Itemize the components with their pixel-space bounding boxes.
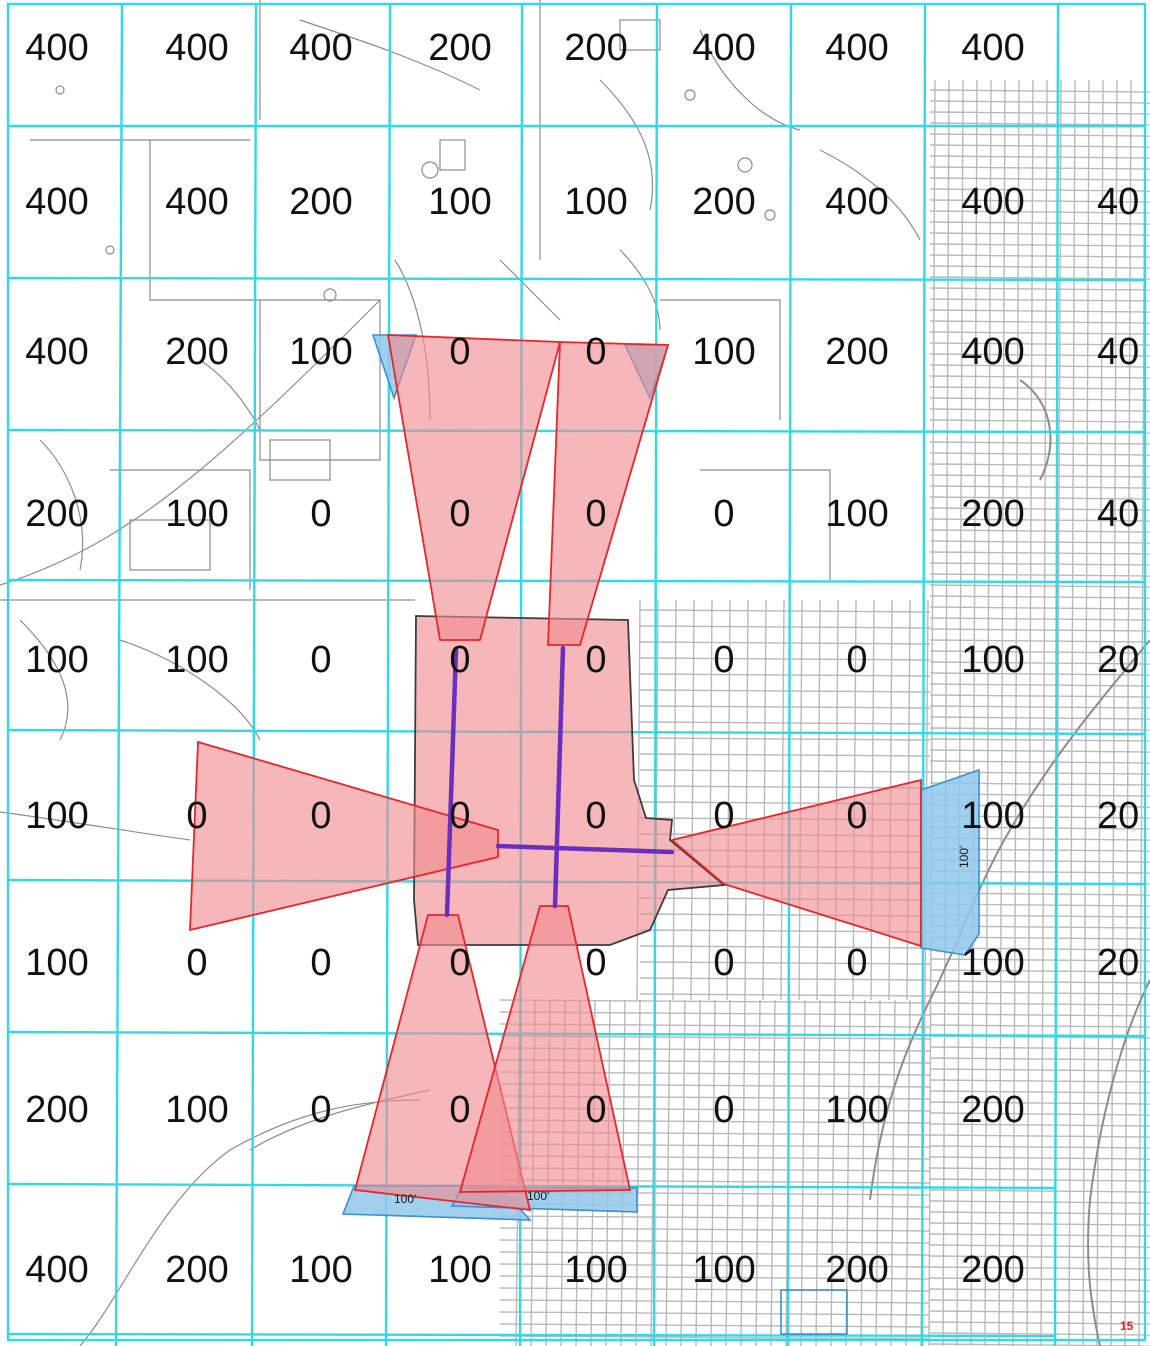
grid-cell-value: 200 — [165, 1249, 228, 1291]
runway-east-north-south — [552, 645, 566, 909]
grid-cell-value: 0 — [585, 331, 606, 373]
grid-cell-value: 0 — [585, 639, 606, 681]
grid-cell-value: 100 — [25, 795, 88, 837]
grid-cell-value: 0 — [449, 795, 470, 837]
zone-label-south-east: 100' — [527, 1189, 549, 1203]
grid-cell-value: 200 — [289, 181, 352, 223]
grid-cell-value: 100 — [25, 942, 88, 984]
grid-cell-value: 200 — [25, 1089, 88, 1131]
grid-cell-value: 0 — [585, 1089, 606, 1131]
grid-cell-value: 200 — [825, 331, 888, 373]
grid-cell-value: 400 — [961, 27, 1024, 69]
grid-cell-value: 0 — [585, 493, 606, 535]
grid-cell-value: 100 — [825, 493, 888, 535]
zone-label-east: 100' — [957, 846, 971, 868]
grid-cell-value: 0 — [449, 1089, 470, 1131]
grid-cell-value: 100 — [289, 331, 352, 373]
grid-cell-value: 100 — [692, 331, 755, 373]
grid-cell-value: 0 — [449, 493, 470, 535]
grid-cell-value: 400 — [289, 27, 352, 69]
grid-cell-value: 400 — [165, 181, 228, 223]
grid-cell-value: 100 — [564, 1249, 627, 1291]
grid-cell-value: 20 — [1097, 795, 1139, 837]
grid-cell-value: 200 — [25, 493, 88, 535]
grid-cell-value: 0 — [310, 942, 331, 984]
airport-footprint — [413, 615, 727, 946]
grid-cell-value: 100 — [961, 795, 1024, 837]
grid-cell-value: 200 — [692, 181, 755, 223]
small-outline-rect — [780, 1289, 848, 1335]
grid-cell-value: 200 — [165, 331, 228, 373]
grid-cell-value: 400 — [961, 331, 1024, 373]
grid-cell-value: 200 — [961, 493, 1024, 535]
grid-cell-value: 0 — [713, 795, 734, 837]
grid-cell-value: 100 — [692, 1249, 755, 1291]
grid-cell-value: 400 — [961, 181, 1024, 223]
grid-cell-value: 400 — [165, 27, 228, 69]
grid-cell-value: 400 — [25, 331, 88, 373]
grid-cell-value: 100 — [564, 181, 627, 223]
grid-cell-value: 0 — [449, 639, 470, 681]
grid-cell-value: 0 — [449, 942, 470, 984]
grid-cell-value: 0 — [186, 795, 207, 837]
grid-cell-value: 100 — [428, 181, 491, 223]
grid-cell-value: 0 — [310, 493, 331, 535]
grid-cell-value: 400 — [692, 27, 755, 69]
grid-cell-value: 200 — [961, 1089, 1024, 1131]
grid-cell-value: 0 — [846, 942, 867, 984]
grid-cell-value: 20 — [1097, 639, 1139, 681]
zone-label-south-west: 100' — [394, 1192, 416, 1206]
grid-cell-value: 100 — [289, 1249, 352, 1291]
grid-cell-value: 400 — [25, 181, 88, 223]
grid-cell-value: 400 — [25, 27, 88, 69]
map-sheet-number: 15 — [1120, 1319, 1134, 1333]
grid-cell-value: 0 — [846, 795, 867, 837]
hazard-zones — [189, 334, 922, 1212]
grid-cell-value: 100 — [165, 493, 228, 535]
grid-cell-value: 20 — [1097, 942, 1139, 984]
grid-cell-value: 100 — [825, 1089, 888, 1131]
approach-cone-east — [670, 778, 922, 948]
grid-cell-value: 400 — [825, 27, 888, 69]
grid-cell-value: 0 — [310, 795, 331, 837]
grid-cell-value: 0 — [310, 1089, 331, 1131]
grid-cell-value: 0 — [310, 639, 331, 681]
grid-cell-value: 0 — [713, 639, 734, 681]
approach-cone-north-west — [386, 334, 562, 641]
grid-cell-value: 200 — [428, 27, 491, 69]
grid-cell-value: 100 — [165, 1089, 228, 1131]
grid-cell-value: 200 — [825, 1249, 888, 1291]
grid-cell-value: 0 — [713, 1089, 734, 1131]
runway-west-north-south — [444, 647, 459, 918]
grid-cell-value: 100 — [165, 639, 228, 681]
approach-cone-south-east — [458, 905, 632, 1193]
approach-cone-north-east — [547, 341, 670, 646]
grid-cell-value: 200 — [564, 27, 627, 69]
grid-cell-value: 0 — [449, 331, 470, 373]
grid-cell-value: 0 — [186, 942, 207, 984]
runway-east-west — [495, 843, 675, 855]
grid-cell-value: 40 — [1097, 181, 1139, 223]
runways — [444, 645, 675, 918]
grid-cell-value: 200 — [961, 1249, 1024, 1291]
grid-cell-value: 400 — [825, 181, 888, 223]
grid-cell-value: 0 — [585, 795, 606, 837]
grid-cell-value: 400 — [25, 1249, 88, 1291]
grid-cell-value: 40 — [1097, 493, 1139, 535]
grid-cell-value: 0 — [585, 942, 606, 984]
grid-cell-value: 100 — [428, 1249, 491, 1291]
grid-cell-value: 40 — [1097, 331, 1139, 373]
grid-cell-value: 0 — [713, 493, 734, 535]
grid-cell-value: 0 — [846, 639, 867, 681]
grid-cell-value: 100 — [961, 942, 1024, 984]
approach-cone-west — [189, 740, 499, 932]
grid-cell-value: 100 — [961, 639, 1024, 681]
grid-cell-value: 0 — [713, 942, 734, 984]
grid-cell-value: 100 — [25, 639, 88, 681]
